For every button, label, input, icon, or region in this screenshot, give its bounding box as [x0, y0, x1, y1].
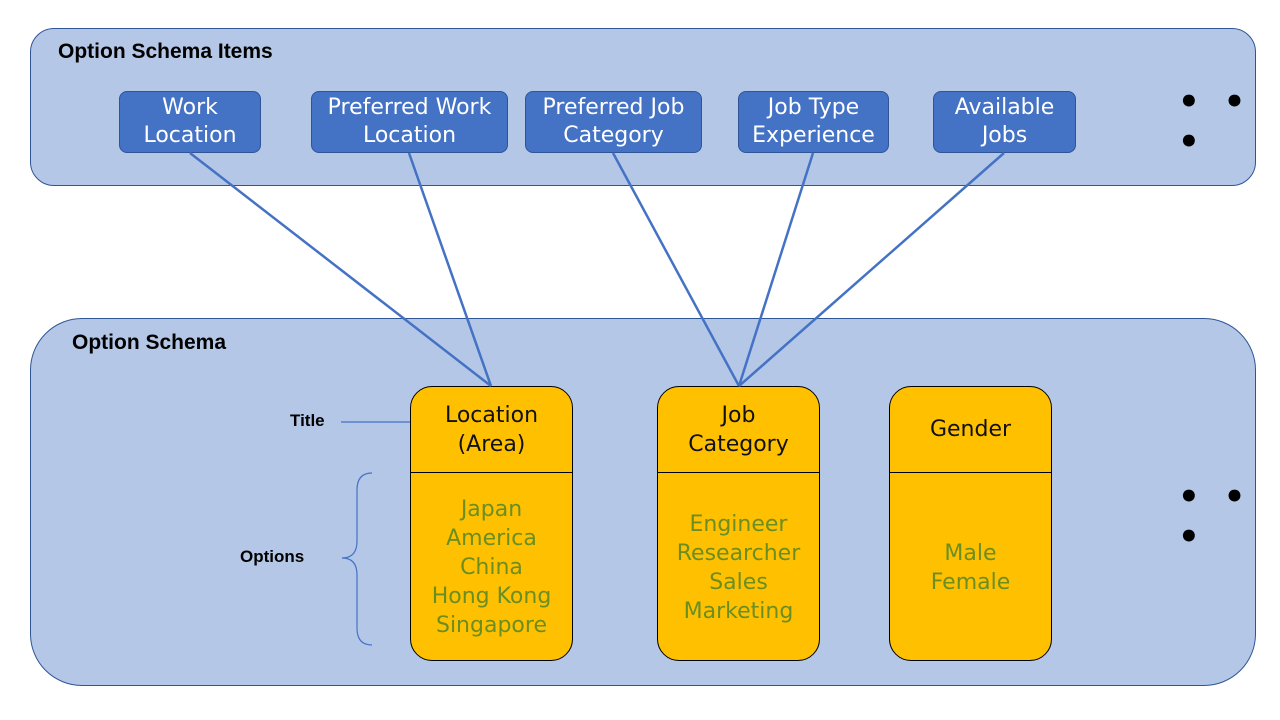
- item-available-jobs: Available Jobs: [933, 91, 1076, 153]
- items-more-ellipsis: • • •: [1178, 82, 1252, 162]
- schema-card-location: Location (Area) Japan America China Hong…: [410, 386, 573, 661]
- link-available-jobs: [738, 152, 1005, 387]
- option-item: China: [460, 555, 523, 580]
- option-schema-title: Option Schema: [72, 331, 227, 354]
- item-preferred-work-location: Preferred Work Location: [311, 91, 508, 153]
- option-item: Singapore: [435, 613, 547, 638]
- option-item: Sales: [709, 569, 768, 595]
- legend-title-label: Title: [290, 411, 325, 430]
- options-brace: [341, 472, 373, 646]
- item-work-location: Work Location: [119, 91, 261, 153]
- card-options: Male Female: [890, 473, 1051, 660]
- option-item: Researcher: [676, 540, 801, 566]
- item-preferred-job-category: Preferred Job Category: [525, 91, 702, 153]
- option-schema-items-title: Option Schema Items: [58, 40, 273, 63]
- card-options: Engineer Researcher Sales Marketing: [658, 473, 819, 660]
- option-item: Japan: [460, 497, 523, 522]
- link-job-type-experience: [737, 152, 815, 387]
- card-title: Job Category: [658, 387, 819, 473]
- legend-options-label: Options: [240, 547, 305, 566]
- card-title: Gender: [890, 387, 1051, 473]
- link-work-location: [189, 152, 492, 387]
- schema-card-gender: Gender Male Female: [889, 386, 1052, 661]
- option-item: America: [446, 526, 537, 551]
- link-preferred-job-category: [611, 152, 741, 387]
- card-options: Japan America China Hong Kong Singapore: [411, 473, 572, 660]
- item-job-type-experience: Job Type Experience: [738, 91, 889, 153]
- option-item: Female: [930, 569, 1011, 595]
- option-item: Marketing: [683, 598, 794, 624]
- option-item: Engineer: [689, 511, 788, 537]
- schema-card-job-category: Job Category Engineer Researcher Sales M…: [657, 386, 820, 661]
- card-title: Location (Area): [411, 387, 572, 473]
- schema-more-ellipsis: • • •: [1178, 477, 1252, 557]
- link-preferred-work-location: [407, 152, 493, 387]
- option-item: Hong Kong: [431, 584, 552, 609]
- option-item: Male: [944, 540, 997, 566]
